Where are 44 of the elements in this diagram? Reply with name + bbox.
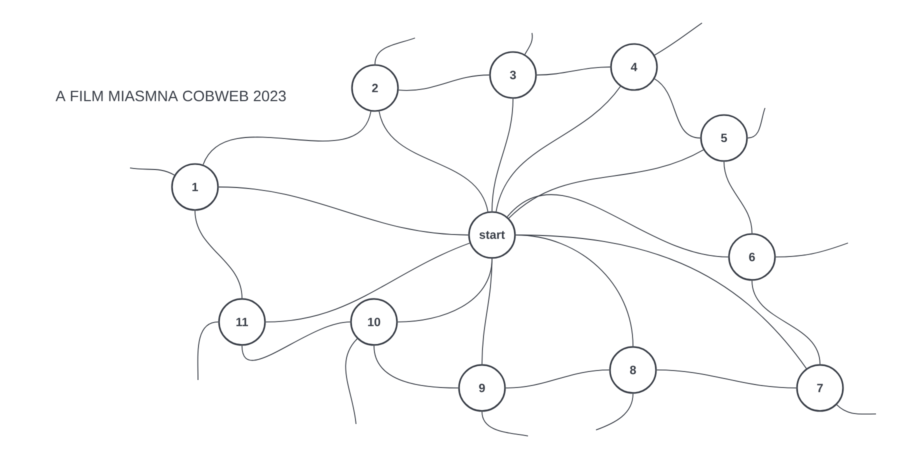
connector-line [747, 108, 766, 138]
connector-line [197, 322, 219, 380]
connector-line [378, 110, 488, 212]
connector-line [654, 22, 702, 56]
connector-line [202, 110, 372, 166]
connector-line [654, 78, 701, 138]
connector-line [265, 242, 470, 322]
circle-node: 2 [351, 64, 399, 112]
circle-node: 5 [700, 114, 748, 162]
circle-node: 11 [218, 298, 266, 346]
connector-line [536, 66, 611, 76]
circle-node: 7 [796, 364, 844, 412]
connector-line [397, 258, 492, 322]
circle-node: 1 [171, 163, 219, 211]
circle-node: 9 [458, 364, 506, 412]
connector-line [524, 32, 533, 55]
connector-line [506, 194, 729, 258]
connector-line [836, 404, 876, 415]
connector-line [656, 370, 797, 388]
connector-line [596, 393, 634, 430]
connector-line [218, 186, 469, 236]
connector-line [194, 210, 242, 299]
connector-line [496, 86, 621, 212]
circle-node: 3 [489, 51, 537, 99]
connector-line [492, 98, 514, 212]
connector-line [398, 74, 490, 91]
title: A FILM MIASMNA COBWEB 2023 [56, 90, 286, 102]
circle-node: 4 [610, 43, 658, 91]
connector-line [482, 411, 528, 436]
connector-line [752, 280, 820, 365]
circle-node: 8 [609, 346, 657, 394]
connector-line [374, 38, 416, 65]
connector-line [130, 168, 175, 176]
connector-line [242, 322, 351, 361]
connector-line [775, 242, 848, 258]
circle-node: start [468, 211, 516, 259]
connector-line [345, 338, 358, 424]
connector-line [505, 370, 610, 388]
connector-line [724, 161, 752, 234]
circle-node: 6 [728, 233, 776, 281]
circle-node: 10 [350, 298, 398, 346]
connector-line [374, 345, 459, 388]
connector-line [515, 234, 634, 347]
connector-line [508, 149, 704, 219]
